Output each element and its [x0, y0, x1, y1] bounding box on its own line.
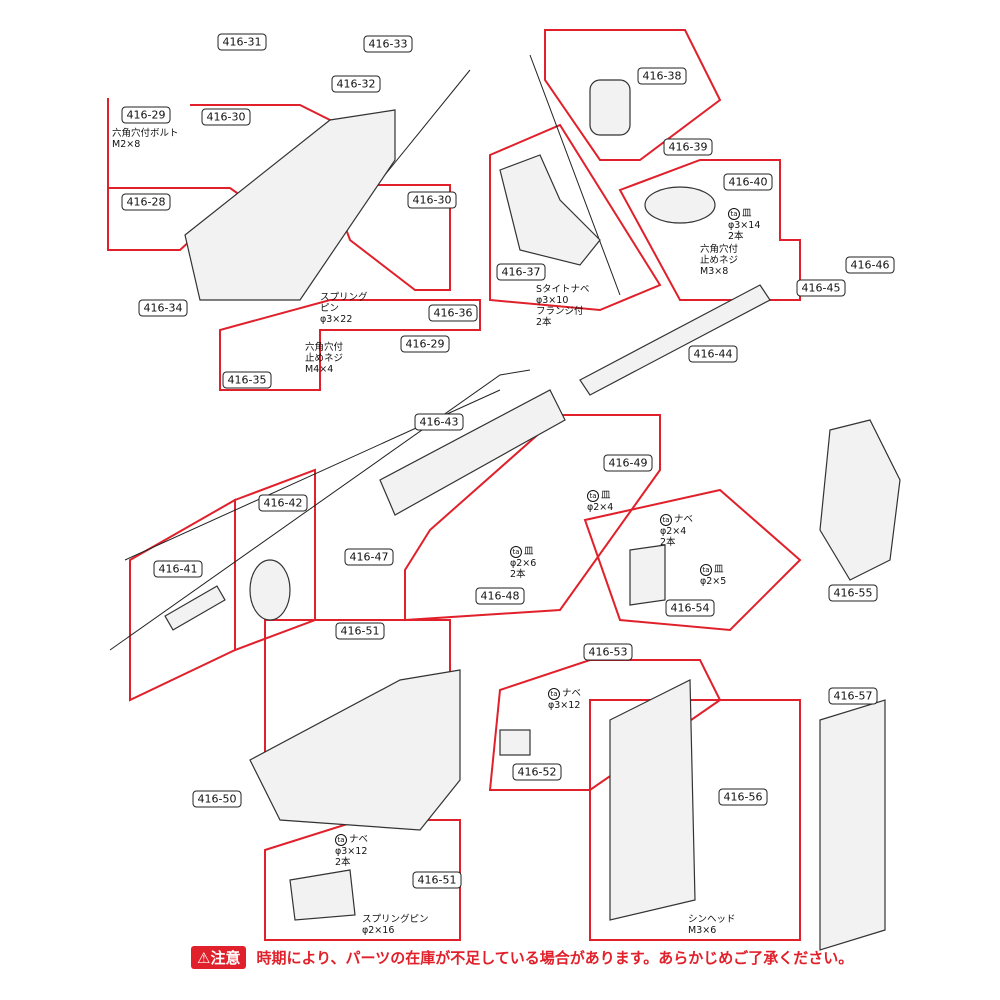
- ta-icon: ta: [700, 564, 712, 576]
- lower-receiver: [184, 109, 396, 301]
- note-spring-pin-3x22: スプリング ピン φ3×22: [320, 292, 368, 325]
- part-label-416-52[interactable]: 416-52: [512, 763, 562, 781]
- stock-notice: ⚠注意 時期により、パーツの在庫が不足している場合があります。あらかじめご了承く…: [191, 946, 853, 969]
- note-set-screw-m3x8: 六角穴付 止めネジ M3×8: [700, 244, 739, 277]
- ta-icon: ta: [548, 688, 560, 700]
- part-label-416-43[interactable]: 416-43: [414, 413, 464, 431]
- part-label-416-54[interactable]: 416-54: [665, 599, 715, 617]
- cylinder: [579, 284, 771, 396]
- part-label-416-51b[interactable]: 416-51: [412, 871, 462, 889]
- ta-icon: ta: [335, 834, 347, 846]
- part-label-416-53[interactable]: 416-53: [583, 643, 633, 661]
- butt-pad: [819, 419, 901, 581]
- part-label-416-50[interactable]: 416-50: [192, 790, 242, 808]
- part-label-416-38[interactable]: 416-38: [637, 67, 687, 85]
- note-s-tight-screw: Sタイトナベ φ3×10 フランジ付 2本: [536, 284, 590, 328]
- part-label-416-35[interactable]: 416-35: [222, 371, 272, 389]
- part-label-416-55[interactable]: 416-55: [828, 584, 878, 602]
- part-label-416-36[interactable]: 416-36: [428, 304, 478, 322]
- part-label-416-30b[interactable]: 416-30: [407, 191, 457, 209]
- part-label-416-45[interactable]: 416-45: [796, 279, 846, 297]
- part-label-416-28[interactable]: 416-28: [121, 193, 171, 211]
- part-label-416-51[interactable]: 416-51: [335, 622, 385, 640]
- magazine: [609, 679, 696, 921]
- magazine-57: [819, 699, 886, 951]
- part-label-416-47[interactable]: 416-47: [344, 548, 394, 566]
- part-label-416-48[interactable]: 416-48: [475, 587, 525, 605]
- part-label-416-44[interactable]: 416-44: [688, 345, 738, 363]
- group-outlines: [107, 29, 802, 941]
- grip: [499, 154, 601, 266]
- group-parts: [164, 79, 901, 951]
- pin: [164, 585, 226, 631]
- part-label-416-34[interactable]: 416-34: [138, 299, 188, 317]
- part-label-416-56[interactable]: 416-56: [718, 788, 768, 806]
- part-label-416-46[interactable]: 416-46: [845, 256, 895, 274]
- ta-icon: ta: [660, 514, 672, 526]
- part-label-416-29[interactable]: 416-29: [121, 106, 171, 124]
- note-thin-head-m3x6: シンヘッド M3×6: [688, 914, 736, 936]
- end-plate: [249, 559, 291, 621]
- part-label-416-42[interactable]: 416-42: [258, 494, 308, 512]
- part-label-416-39[interactable]: 416-39: [663, 138, 713, 156]
- ta-icon: ta: [728, 208, 740, 220]
- note-spring-pin-2x16: スプリングピン φ2×16: [362, 914, 429, 936]
- part-label-416-33[interactable]: 416-33: [363, 35, 413, 53]
- part-label-416-40[interactable]: 416-40: [723, 173, 773, 191]
- caution-badge: ⚠注意: [191, 946, 247, 969]
- ta-icon: ta: [587, 490, 599, 502]
- latch: [499, 729, 531, 756]
- part-label-416-41[interactable]: 416-41: [153, 560, 203, 578]
- part-label-416-37[interactable]: 416-37: [496, 263, 546, 281]
- part-label-416-31[interactable]: 416-31: [217, 33, 267, 51]
- notice-text: 時期により、パーツの在庫が不足している場合があります。あらかじめご了承ください。: [256, 949, 854, 967]
- mount: [629, 544, 666, 606]
- stock: [249, 669, 461, 831]
- note-set-screw-m4x4: 六角穴付 止めネジ M4×4: [305, 342, 344, 375]
- note-bolt-m2x8: 六角穴付ボルト M2×8: [112, 128, 179, 150]
- part-label-416-49[interactable]: 416-49: [603, 454, 653, 472]
- part-label-416-29b[interactable]: 416-29: [400, 335, 450, 353]
- buffer-tube: [379, 389, 566, 516]
- motor: [589, 79, 631, 136]
- stock-cover: [289, 869, 356, 921]
- ta-icon: ta: [510, 546, 522, 558]
- part-label-416-30[interactable]: 416-30: [201, 108, 251, 126]
- part-label-416-57[interactable]: 416-57: [828, 687, 878, 705]
- motor-plate: [644, 186, 716, 224]
- part-label-416-32[interactable]: 416-32: [331, 75, 381, 93]
